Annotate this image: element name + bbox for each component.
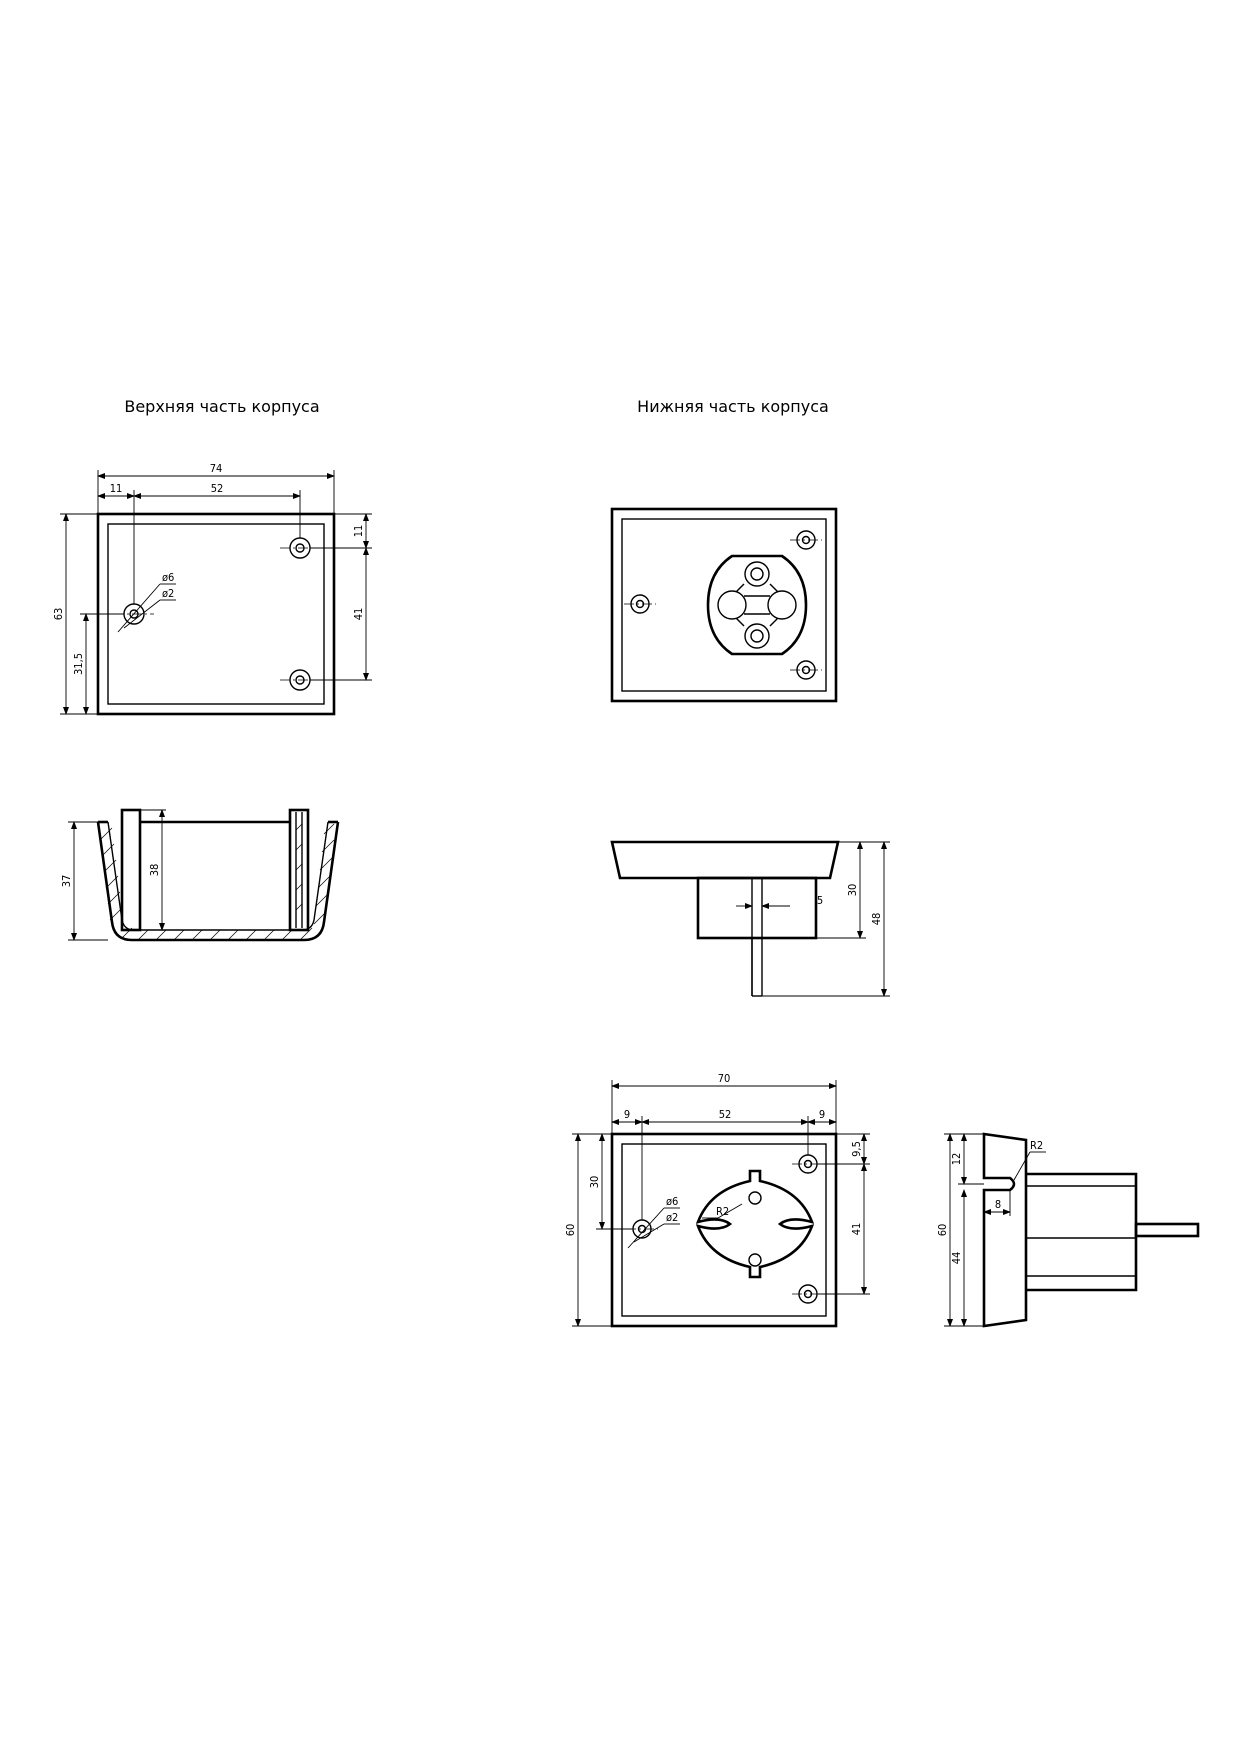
dim-height-63: 63 — [52, 608, 65, 621]
lower-side-view: 30 48 5 — [610, 840, 890, 997]
lower-part-title: Нижняя часть корпуса — [637, 397, 829, 416]
dim-offset-11: 11 — [110, 482, 123, 495]
dim-width-70: 70 — [718, 1072, 731, 1085]
dim-body-height-30: 30 — [846, 884, 859, 897]
dim-profile-top-12: 12 — [950, 1153, 963, 1166]
dim-section-height-37: 37 — [60, 875, 73, 888]
lower-profile-view: 60 12 44 8 R2 — [936, 1132, 1200, 1328]
lower-face-view — [610, 507, 838, 703]
dim-inner-height-38: 38 — [148, 864, 161, 877]
dim-plan-radius: R2 — [716, 1205, 729, 1218]
upper-part-title: Верхняя часть корпуса — [124, 397, 319, 416]
dim-inner-diameter: ø2 — [162, 587, 174, 600]
dim-profile-lower-44: 44 — [950, 1252, 963, 1265]
dim-height-60: 60 — [564, 1224, 577, 1237]
upper-section-view: 37 38 — [60, 808, 340, 942]
face-hole-bottom-right — [790, 660, 822, 680]
dim-hole-height-30: 30 — [588, 1176, 601, 1189]
dim-profile-slot-8: 8 — [995, 1198, 1001, 1211]
dim-profile-height-60: 60 — [936, 1224, 949, 1237]
dim-vertical-41: 41 — [352, 608, 365, 621]
upper-plan-view: 74 11 52 63 31,5 11 41 ø6 ø2 — [52, 462, 372, 716]
dim-profile-radius: R2 — [1030, 1139, 1043, 1152]
dim-plan-outer-dia: ø6 — [666, 1195, 678, 1208]
dim-left-9: 9 — [624, 1108, 630, 1121]
dim-outer-diameter: ø6 — [162, 571, 174, 584]
dim-top-offset-11: 11 — [352, 525, 365, 538]
face-hole-left — [624, 594, 656, 614]
face-hole-top-right — [790, 530, 822, 550]
dim-vertical-41: 41 — [850, 1223, 863, 1236]
dim-width-74: 74 — [210, 462, 223, 475]
dim-half-height: 31,5 — [72, 653, 85, 675]
dim-top-9-5: 9,5 — [850, 1141, 863, 1157]
dim-pin-5: 5 — [817, 894, 823, 907]
dim-total-height-48: 48 — [870, 913, 883, 926]
section-hatching — [99, 823, 335, 941]
dim-right-9: 9 — [819, 1108, 825, 1121]
dim-spacing-52: 52 — [211, 482, 224, 495]
dim-spacing-52: 52 — [719, 1108, 732, 1121]
lower-plan-view: 70 9 52 9 60 30 9,5 41 ø6 ø2 R2 — [564, 1072, 870, 1328]
dim-plan-inner-dia: ø2 — [666, 1211, 678, 1224]
